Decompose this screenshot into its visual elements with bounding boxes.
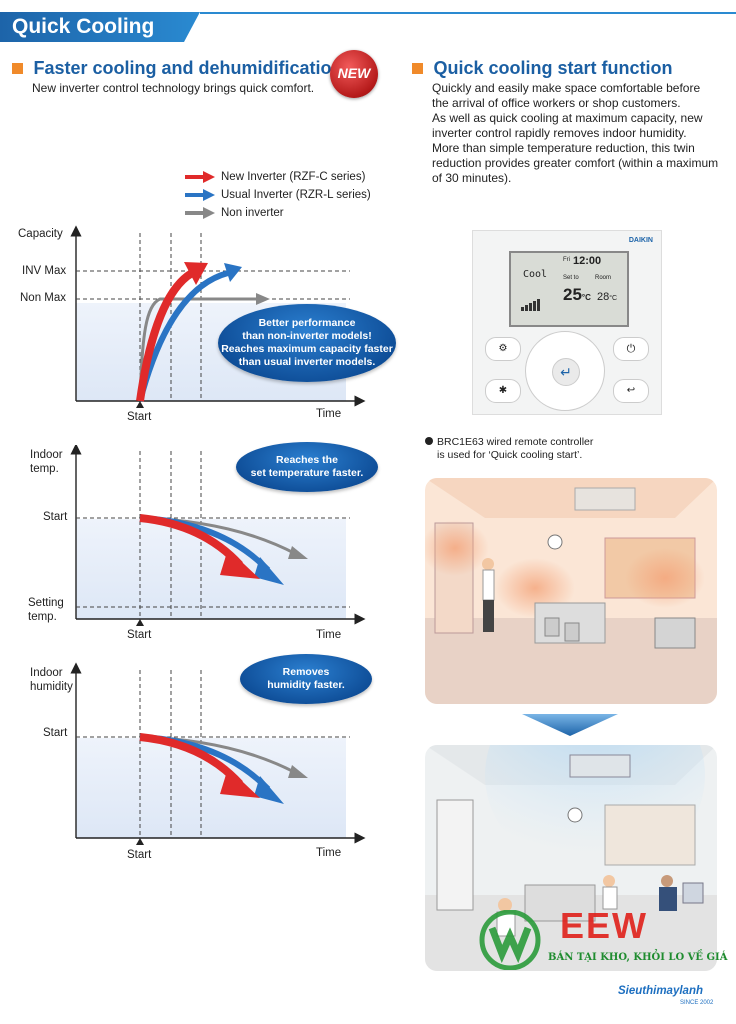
legend-item-non-inverter: Non inverter — [185, 204, 371, 222]
usual-inverter-arrowhead — [254, 557, 284, 585]
right-heading: Quick cooling start function — [412, 58, 672, 79]
person-figure — [498, 898, 512, 912]
humidity-start-tick: Start — [127, 849, 152, 861]
capacity-y-label: Capacity — [18, 228, 63, 240]
new-inverter-arrowhead — [220, 768, 260, 798]
door — [436, 799, 474, 911]
new-inverter-arrowhead — [220, 549, 260, 579]
bullet-square-icon — [12, 63, 23, 74]
non-max-tick-label: Non Max — [20, 292, 67, 304]
lcd-mode: Cool — [523, 269, 548, 280]
fan-button-icon[interactable]: ✱ — [485, 379, 521, 403]
non-inverter-arrowhead — [288, 546, 308, 559]
chart-area-fill — [76, 738, 346, 838]
hot-office-illustration — [425, 478, 717, 704]
section-title: Quick Cooling — [12, 15, 155, 38]
bullet-dot-icon — [425, 437, 433, 445]
section-banner: Quick Cooling — [0, 12, 200, 42]
remote-lcd: Cool Fri 12:00 Set to Room 25°C 28°C — [509, 251, 629, 327]
remote-dpad[interactable]: ↵ — [525, 331, 605, 411]
power-icon[interactable]: ⏻ — [613, 337, 649, 361]
lcd-room-temp: 28°C — [597, 291, 618, 303]
left-heading: Faster cooling and dehumidification — [12, 58, 342, 79]
bullet-square-icon — [412, 63, 423, 74]
monitor — [544, 617, 560, 637]
monitor — [682, 882, 704, 904]
fan-speed-icon — [521, 299, 540, 311]
temp-start-tick-label: Start — [43, 511, 68, 523]
lcd-time: 12:00 — [573, 255, 602, 267]
ceiling-cassette-ac — [569, 754, 631, 778]
ceiling-cassette-ac — [574, 487, 636, 511]
capacity-x-label: Time — [316, 408, 342, 420]
legend-item-usual-inverter: Usual Inverter (RZR-L series) — [185, 186, 371, 204]
banner-rule — [200, 12, 736, 14]
desk — [524, 884, 596, 922]
start-tick-marker — [136, 838, 144, 845]
person-figure — [661, 875, 673, 887]
start-tick-marker — [136, 619, 144, 626]
cancel-button-icon[interactable]: ↩ — [613, 379, 649, 403]
person-figure — [603, 875, 615, 887]
legend-item-new-inverter: New Inverter (RZF-C series) — [185, 168, 371, 186]
non-inverter-arrowhead — [288, 765, 308, 778]
red-arrow-icon — [185, 171, 215, 183]
remote-caption: BRC1E63 wired remote controller is used … — [425, 436, 593, 462]
mode-button-icon[interactable]: ⚙ — [485, 337, 521, 361]
temp-start-tick: Start — [127, 629, 152, 641]
watermark-tagline: BÁN TẠI KHO, KHỎI LO VỀ GIÁ — [548, 952, 728, 963]
transition-arrow-icon — [522, 714, 618, 736]
lcd-room-label: Room — [595, 275, 612, 281]
left-subtitle: New inverter control technology brings q… — [32, 81, 315, 95]
clock-icon — [547, 534, 563, 550]
lcd-set-temp: 25°C — [563, 285, 591, 304]
person-figure — [482, 558, 494, 570]
humidity-chart — [70, 662, 366, 845]
chart-area-fill — [76, 519, 346, 619]
enter-icon[interactable]: ↵ — [552, 358, 580, 386]
remote-controller-image: DAIKIN Cool Fri 12:00 Set to Room 25°C 2… — [472, 230, 662, 415]
humidity-start-tick-label: Start — [43, 727, 68, 739]
footer-logo[interactable]: Sieuthimaylanh — [618, 985, 703, 997]
non-inverter-arrowhead — [256, 293, 270, 305]
blue-arrow-icon — [185, 189, 215, 201]
remote-brand: DAIKIN — [628, 237, 653, 244]
lcd-day: Fri — [563, 257, 570, 263]
inv-max-tick-label: INV Max — [22, 265, 67, 277]
clock-icon — [567, 807, 583, 823]
lcd-set-label: Set to — [563, 275, 579, 281]
legend: New Inverter (RZF-C series) Usual Invert… — [185, 168, 371, 222]
eew-logo-icon — [479, 910, 541, 970]
start-tick-marker — [136, 401, 144, 408]
temperature-chart — [70, 445, 366, 626]
new-inverter-arrowhead — [184, 262, 208, 285]
usual-inverter-arrowhead — [224, 263, 242, 282]
window — [604, 804, 696, 866]
temp-x-label: Time — [316, 629, 342, 641]
capacity-start-tick: Start — [127, 411, 152, 423]
gray-arrow-icon — [185, 207, 215, 219]
humidity-x-label: Time — [316, 847, 342, 859]
usual-inverter-arrowhead — [254, 776, 284, 804]
new-badge: NEW — [330, 50, 378, 98]
new-inverter-curve — [136, 269, 195, 402]
footer-since: SINCE 2002 — [680, 1000, 714, 1006]
watermark-brand: EEW — [560, 905, 649, 946]
right-body: Quickly and easily make space comfortabl… — [432, 81, 719, 185]
